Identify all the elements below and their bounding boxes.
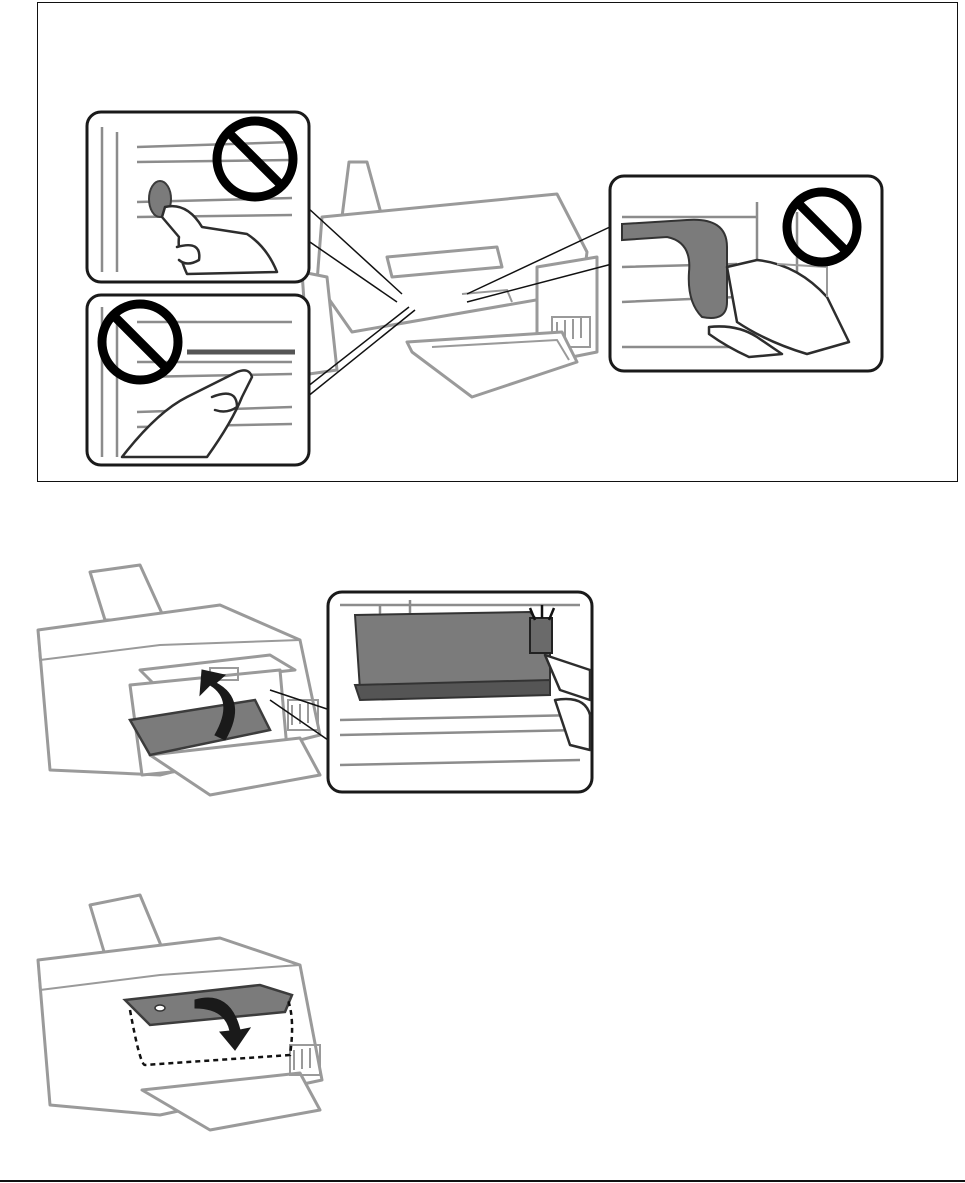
printer-illustration — [38, 565, 320, 795]
warning-figure — [37, 2, 958, 482]
callout-top-left — [87, 112, 309, 282]
footer-rule — [0, 1180, 965, 1182]
callout-close-cover — [328, 592, 592, 792]
callout-right — [610, 176, 882, 371]
close-cover-figure — [30, 560, 600, 805]
close-scanner-figure — [30, 890, 340, 1140]
